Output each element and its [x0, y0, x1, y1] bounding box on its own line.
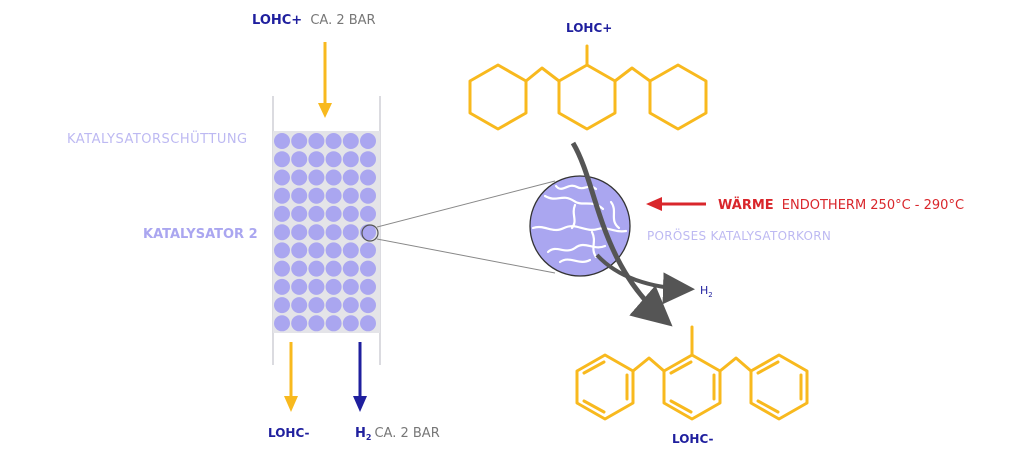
catalyst-particle [325, 133, 342, 149]
catalyst-particle [291, 187, 308, 204]
catalyst-particle [342, 151, 359, 168]
outlet-h2-h: H [355, 426, 366, 441]
outlet-h2-sub: 2 [366, 433, 372, 442]
catalyst-particle [291, 242, 308, 259]
catalyst-particle [342, 260, 359, 277]
porous-catalyst-grain [529, 175, 631, 277]
catalyst-particle [360, 297, 376, 314]
catalyst-particle [274, 133, 290, 149]
catalyst-particle [360, 169, 376, 186]
catalyst-particle [360, 205, 376, 222]
catalyst-particle [342, 133, 359, 149]
heat-arrow [646, 197, 706, 211]
catalyst-particle [308, 224, 325, 241]
bottom-molecule-label: LOHC- [672, 432, 714, 446]
catalyst-particle [360, 187, 376, 204]
outlet-pressure-label: CA. 2 BAR [374, 426, 439, 441]
lohc-minus-molecule [575, 325, 809, 421]
inlet-arrow [318, 42, 332, 118]
zoom-line-top [376, 180, 556, 228]
catalyst-particle [360, 315, 376, 332]
catalyst-particle [274, 260, 290, 277]
catalyst-particle [325, 278, 342, 295]
catalyst-particle [325, 205, 342, 222]
catalyst-particle [308, 278, 325, 295]
catalyst-particle [291, 151, 308, 168]
catalyst-particle [291, 205, 308, 222]
catalyst-particle [274, 224, 290, 241]
catalyst-particle [308, 260, 325, 277]
grain-label: PORÖSES KATALYSATORKORN [647, 227, 831, 243]
catalyst-particle [291, 133, 308, 149]
catalyst-particle [308, 151, 325, 168]
catalyst-particle [325, 242, 342, 259]
outlet-lohc-label: LOHC- [268, 426, 310, 440]
lohc-outlet-arrow [284, 342, 298, 412]
catalyst-particle [308, 133, 325, 149]
catalyst-particle [342, 187, 359, 204]
catalyst-particle [342, 224, 359, 241]
catalyst-particle [342, 205, 359, 222]
catalyst-particle [274, 205, 290, 222]
inlet-lohc-label: LOHC+ [252, 13, 302, 28]
catalyst-particle [308, 315, 325, 332]
h2-label: H2 [700, 284, 713, 299]
h2-outlet-arrow [353, 342, 367, 412]
reaction-arrow [570, 141, 673, 327]
catalyst-particle [291, 297, 308, 314]
catalyst-particle [274, 315, 290, 332]
zoom-marker [361, 224, 379, 242]
catalyst-particle [274, 242, 290, 259]
catalyst-particle [342, 278, 359, 295]
h2-release-arrow [595, 253, 695, 305]
catalyst-particle [274, 169, 290, 186]
catalyst-particle [360, 242, 376, 259]
catalyst-particle [274, 187, 290, 204]
catalyst-particle [308, 205, 325, 222]
catalyst-particle [325, 187, 342, 204]
inlet-pressure-label: CA. 2 BAR [310, 13, 375, 28]
catalyst-particles [274, 133, 376, 332]
catalyst-particle [274, 297, 290, 314]
catalyst-particle [342, 242, 359, 259]
catalyst-particle [325, 315, 342, 332]
catalyst-particle [342, 169, 359, 186]
catalyst-particle [308, 187, 325, 204]
heat-label: WÄRME ENDOTHERM 250°C - 290°C [718, 197, 964, 213]
catalyst-particle [291, 260, 308, 277]
catalyst-particle [291, 169, 308, 186]
heat-rest-label: ENDOTHERM 250°C - 290°C [782, 198, 964, 213]
catalyst-label: KATALYSATOR 2 [143, 227, 258, 242]
catalyst-particle [325, 260, 342, 277]
catalyst-particle [342, 315, 359, 332]
heat-bold-label: WÄRME [718, 197, 774, 213]
catalyst-particle [291, 278, 308, 295]
catalyst-particle [308, 297, 325, 314]
h2-label-h: H [700, 284, 708, 297]
catalyst-particle [274, 278, 290, 295]
catalyst-particle [325, 297, 342, 314]
catalyst-particle [274, 151, 290, 168]
catalyst-particle [360, 278, 376, 295]
catalyst-particle [360, 260, 376, 277]
catalyst-particle [291, 315, 308, 332]
inlet-label: LOHC+ CA. 2 BAR [252, 13, 376, 28]
top-molecule-label: LOHC+ [566, 21, 612, 35]
catalyst-particle [308, 169, 325, 186]
bed-label: KATALYSATORSCHÜTTUNG [67, 130, 248, 147]
h2-label-sub: 2 [708, 291, 712, 299]
catalyst-particle [325, 224, 342, 241]
zoom-line-bottom [376, 238, 556, 274]
catalyst-particle [360, 151, 376, 168]
lohc-plus-molecule [468, 44, 708, 131]
catalyst-particle [360, 133, 376, 149]
catalyst-particle [325, 151, 342, 168]
catalyst-particle [308, 242, 325, 259]
catalyst-particle [325, 169, 342, 186]
catalyst-particle [291, 224, 308, 241]
catalyst-particle [342, 297, 359, 314]
